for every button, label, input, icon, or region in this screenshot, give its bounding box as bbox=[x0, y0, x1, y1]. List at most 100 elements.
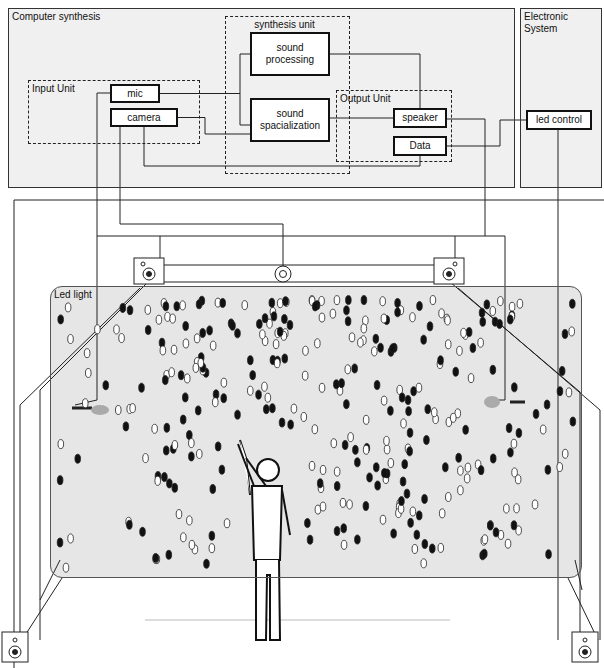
led-dot bbox=[114, 325, 120, 334]
led-dot bbox=[557, 463, 563, 472]
led-dot bbox=[384, 445, 390, 454]
led-dot bbox=[85, 368, 91, 377]
led-dot bbox=[512, 383, 518, 392]
led-dot bbox=[209, 544, 215, 553]
led-dot bbox=[341, 540, 347, 549]
led-dot bbox=[196, 449, 202, 458]
led-dot bbox=[162, 473, 168, 482]
led-dot bbox=[270, 404, 276, 413]
group-box: Output UnitspeakerData bbox=[336, 90, 452, 162]
led-dot bbox=[381, 314, 387, 323]
led-dot bbox=[349, 333, 355, 342]
led-dot bbox=[344, 400, 350, 409]
led-dot bbox=[341, 524, 347, 533]
led-dot bbox=[559, 366, 565, 375]
led-dot bbox=[331, 439, 337, 448]
led-dot bbox=[378, 343, 384, 352]
led-dot bbox=[282, 315, 288, 324]
group-box: Electronic Systemled control bbox=[520, 8, 602, 188]
led-dot bbox=[490, 306, 496, 315]
led-dot bbox=[130, 404, 136, 413]
led-dot bbox=[193, 363, 199, 372]
box-label: sound processing bbox=[255, 42, 325, 66]
led-dot bbox=[312, 425, 318, 434]
led-dot bbox=[189, 540, 195, 549]
led-dot bbox=[361, 296, 367, 305]
led-dot bbox=[347, 500, 353, 509]
led-dot bbox=[384, 436, 390, 445]
led-dot bbox=[57, 476, 63, 485]
process-box: speaker bbox=[393, 108, 447, 128]
led-dot bbox=[363, 445, 369, 454]
led-dot bbox=[342, 440, 348, 449]
led-dot bbox=[334, 380, 340, 389]
led-dot bbox=[399, 497, 405, 506]
led-dot bbox=[287, 321, 293, 330]
led-dot bbox=[478, 466, 484, 475]
led-dot bbox=[367, 473, 373, 482]
led-dot bbox=[315, 339, 321, 348]
led-dot bbox=[488, 521, 494, 530]
led-dot bbox=[224, 519, 230, 528]
led-dot bbox=[166, 550, 172, 559]
led-dot bbox=[465, 463, 471, 472]
led-dot bbox=[283, 297, 289, 306]
connector bbox=[178, 118, 250, 135]
led-dot bbox=[516, 428, 522, 437]
led-dot bbox=[395, 308, 401, 317]
led-dot bbox=[358, 338, 364, 347]
led-dot bbox=[235, 329, 241, 338]
led-dot bbox=[320, 465, 326, 474]
led-dot bbox=[279, 418, 285, 427]
led-dot bbox=[345, 317, 351, 326]
led-dot bbox=[450, 413, 456, 422]
led-dot bbox=[355, 535, 361, 544]
box-label: led control bbox=[536, 114, 582, 126]
led-dot bbox=[139, 383, 145, 392]
led-dot bbox=[115, 405, 121, 414]
led-dot bbox=[570, 417, 576, 426]
led-dot bbox=[189, 452, 195, 461]
led-dot bbox=[119, 334, 125, 343]
led-dot bbox=[152, 424, 158, 433]
led-dot bbox=[269, 298, 275, 307]
led-dot bbox=[533, 409, 539, 418]
led-dot bbox=[411, 387, 417, 396]
led-dot bbox=[381, 396, 387, 405]
led-dot bbox=[412, 544, 418, 553]
led-dot bbox=[431, 408, 437, 417]
led-dot bbox=[256, 390, 262, 399]
led-dot bbox=[424, 435, 430, 444]
led-dot bbox=[162, 376, 168, 385]
led-dot bbox=[247, 386, 253, 395]
led-dot bbox=[404, 489, 410, 498]
led-dot bbox=[511, 439, 517, 448]
led-dot bbox=[164, 423, 170, 432]
led-dot bbox=[84, 349, 90, 358]
led-dot bbox=[271, 312, 277, 321]
led-dot bbox=[180, 415, 186, 424]
led-dot bbox=[569, 327, 575, 336]
group-label: synthesis unit bbox=[226, 19, 343, 31]
led-dot bbox=[456, 453, 462, 462]
group-label: Output Unit bbox=[340, 93, 391, 105]
led-dot bbox=[140, 527, 146, 536]
led-dot bbox=[172, 441, 178, 450]
led-dot bbox=[562, 449, 568, 458]
process-box: led control bbox=[526, 110, 592, 130]
led-dot bbox=[380, 515, 386, 524]
led-dot bbox=[507, 315, 513, 324]
led-dot bbox=[277, 299, 283, 308]
led-dot bbox=[544, 400, 550, 409]
led-dot bbox=[330, 309, 336, 318]
led-dot bbox=[210, 484, 216, 493]
synthesis-ground bbox=[8, 8, 515, 188]
led-dot bbox=[422, 539, 428, 548]
led-dot bbox=[410, 313, 416, 322]
led-dot bbox=[355, 458, 361, 467]
led-dot bbox=[427, 322, 433, 331]
led-dot bbox=[407, 447, 413, 456]
led-dot bbox=[430, 296, 436, 305]
led-dot bbox=[143, 454, 149, 463]
led-dot bbox=[498, 297, 504, 306]
